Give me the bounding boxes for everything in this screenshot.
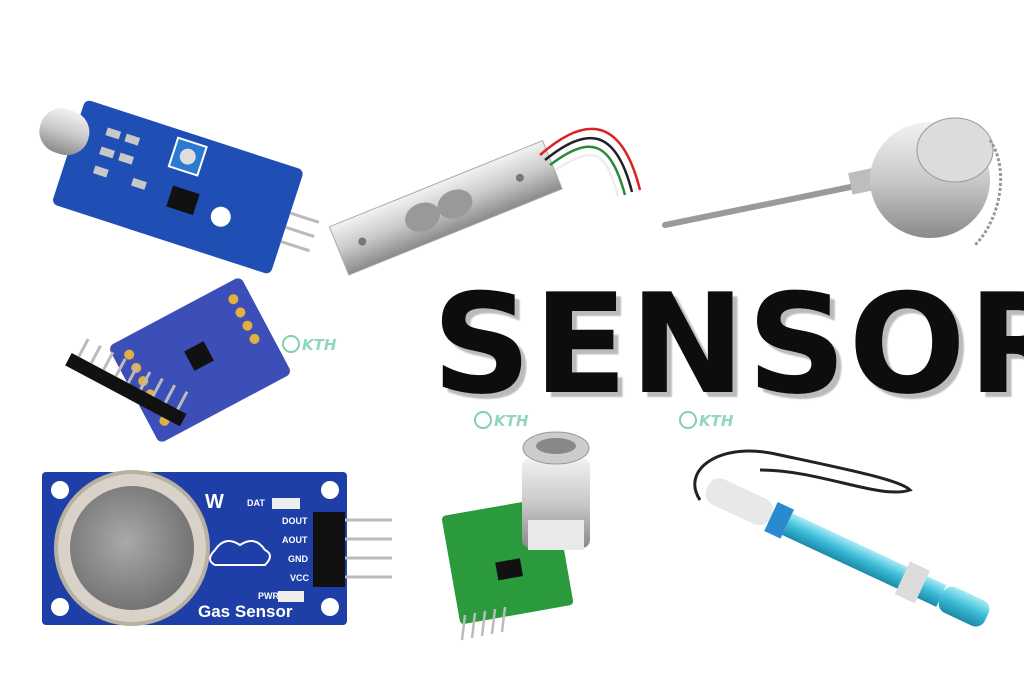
microphone-icon xyxy=(39,108,90,156)
svg-text:PWR: PWR xyxy=(258,591,279,601)
svg-text:AOUT: AOUT xyxy=(282,535,308,545)
svg-text:GND: GND xyxy=(288,554,309,564)
cloud-logo-icon xyxy=(209,540,271,566)
lightning-logo-icon xyxy=(679,411,697,429)
load-cell-wires xyxy=(539,127,642,197)
svg-text:VCC: VCC xyxy=(290,573,310,583)
load-cell xyxy=(328,139,563,276)
lightning-logo-icon xyxy=(474,411,492,429)
watermark-kth: KTH KTH KTH xyxy=(282,335,734,430)
sound-sensor-module xyxy=(39,100,320,274)
svg-text:KTH: KTH xyxy=(494,412,529,430)
sensor-headline: SENSOR xyxy=(432,264,1024,425)
gas-sensor-label: Gas Sensor xyxy=(198,602,293,621)
svg-text:DOUT: DOUT xyxy=(282,516,308,526)
svg-text:KTH: KTH xyxy=(302,336,337,354)
thermocouple-probe xyxy=(662,117,1003,247)
brand-logo: W xyxy=(205,491,224,513)
svg-text:KTH: KTH xyxy=(699,412,734,430)
co2-sensor-module xyxy=(441,431,590,641)
svg-text:DAT: DAT xyxy=(247,498,265,508)
gas-sensor-module: W DAT PWR DOUT AOUT GND VCC Gas Sensor xyxy=(42,470,392,626)
ph-probe xyxy=(693,449,990,627)
lightning-logo-icon xyxy=(282,335,300,353)
imu-sensor-module xyxy=(65,278,290,442)
